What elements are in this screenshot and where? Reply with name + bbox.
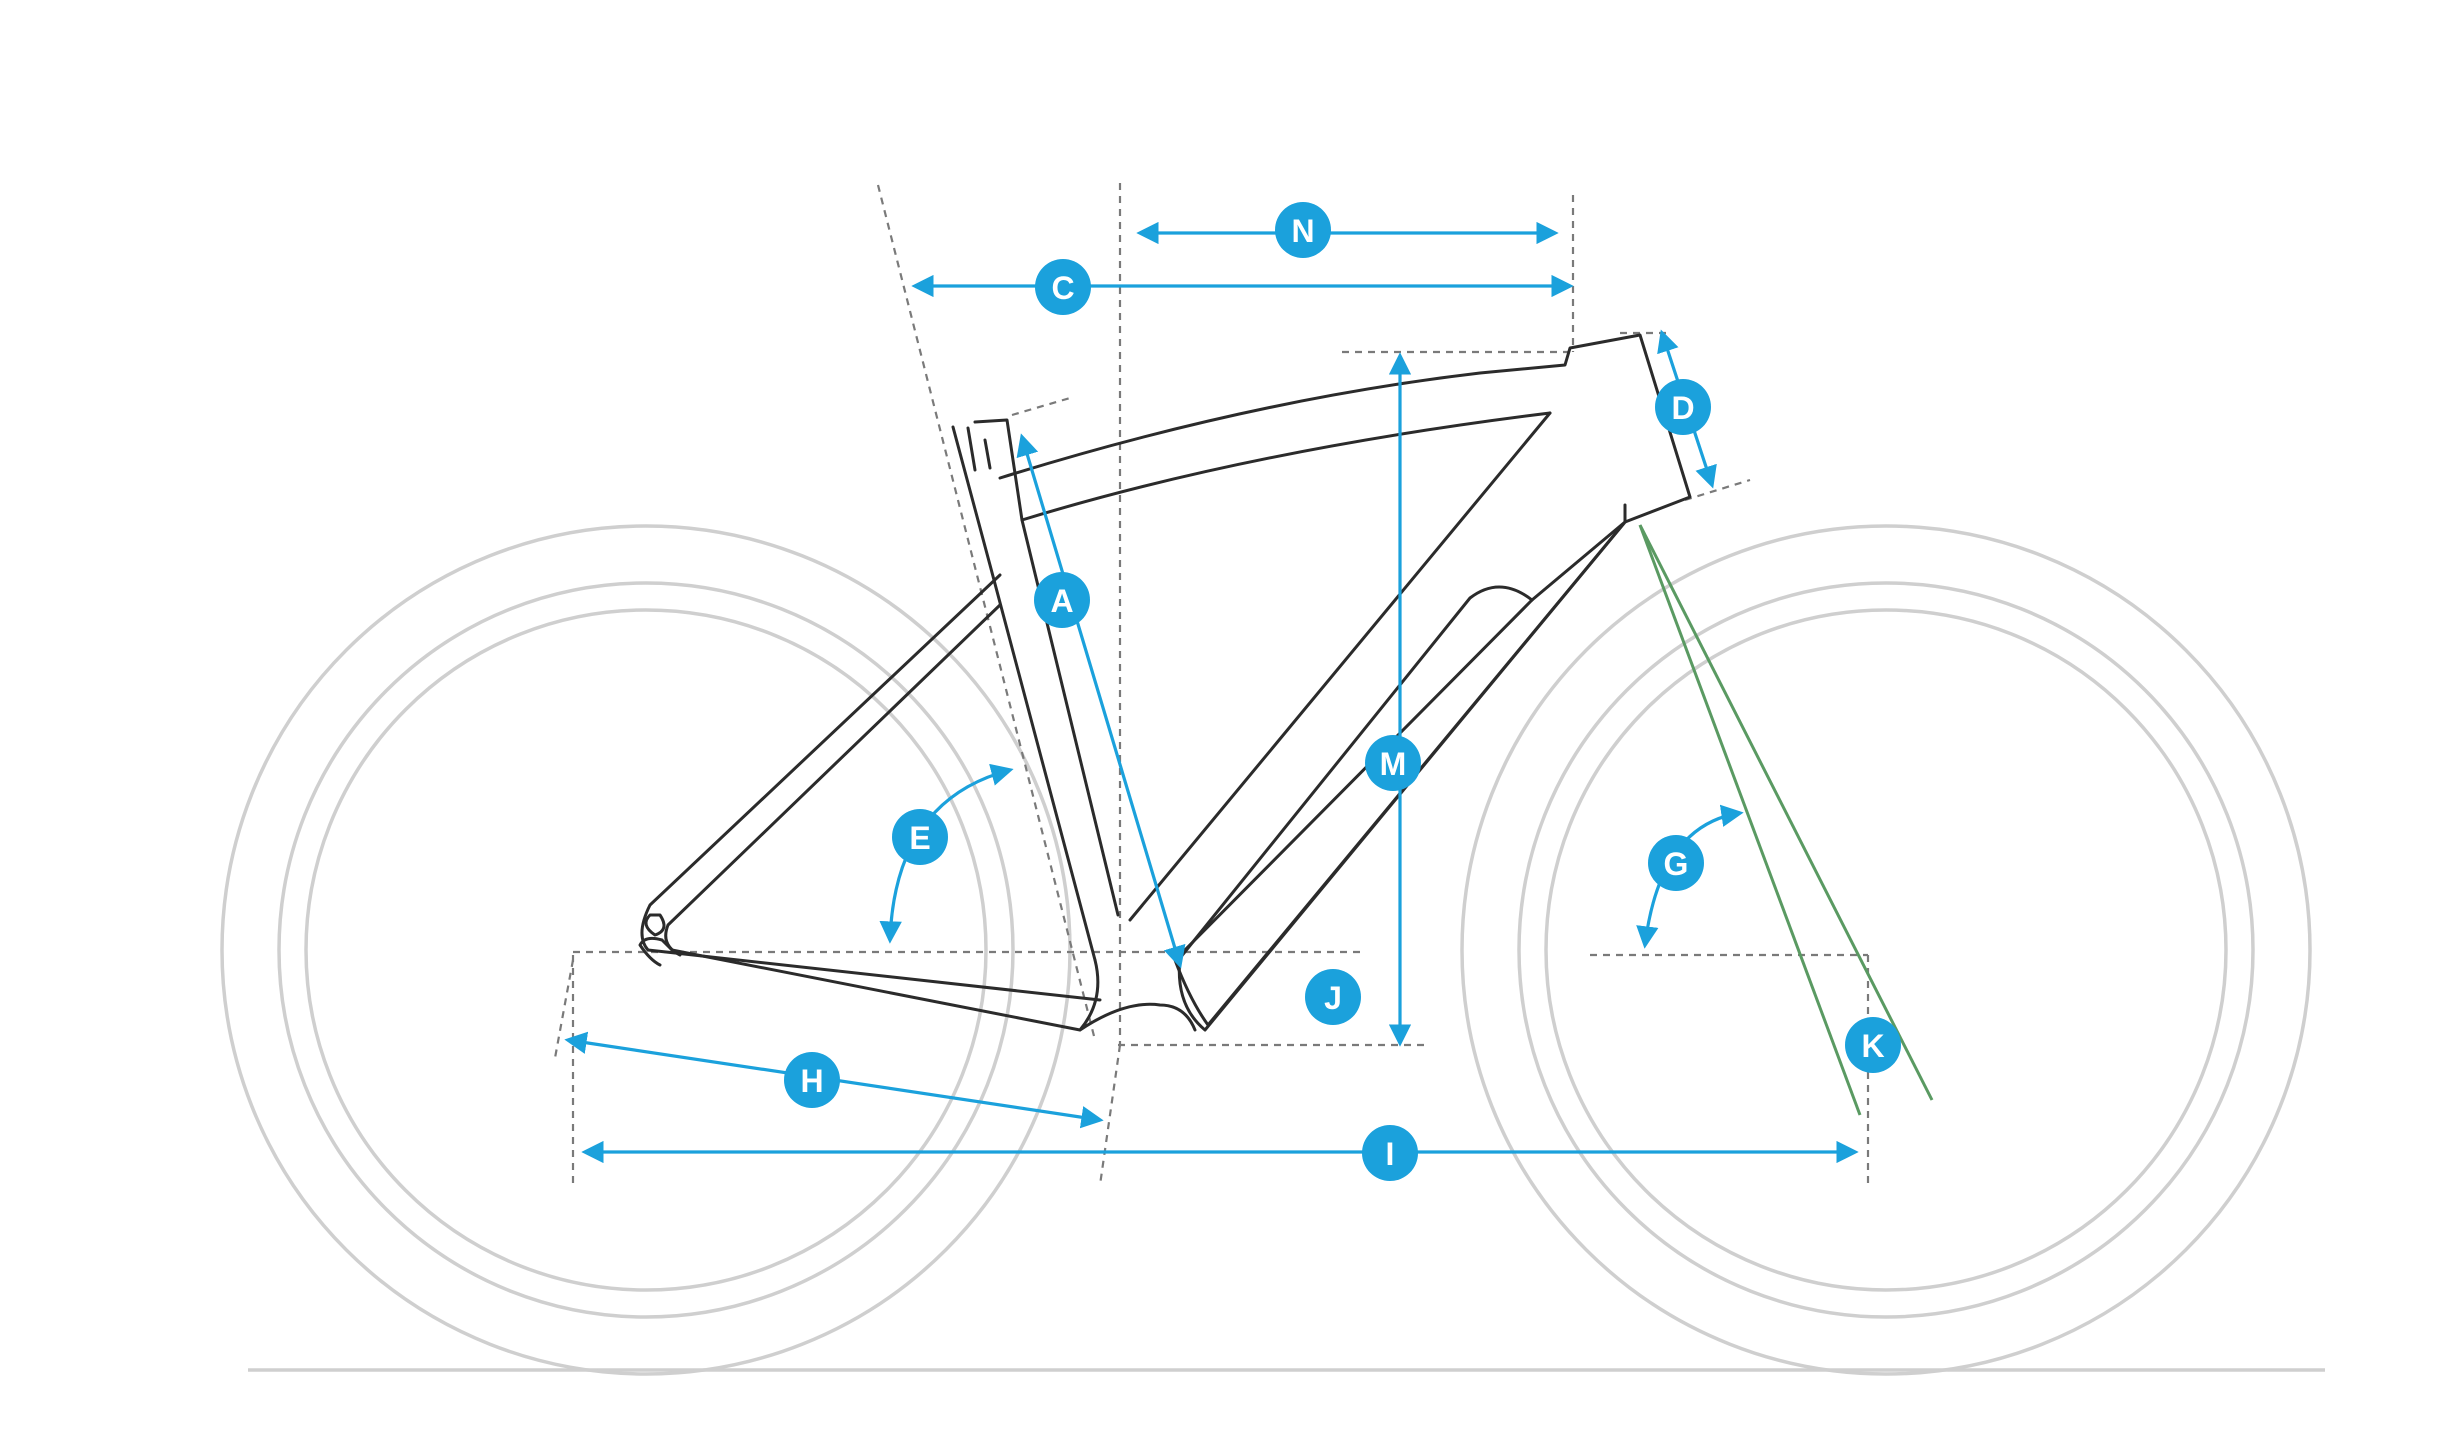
front-wheel: [1460, 524, 2312, 1376]
badge-d: D: [1655, 379, 1711, 435]
badge-a-label: A: [1050, 583, 1073, 619]
badge-d-label: D: [1671, 390, 1694, 426]
badge-c: C: [1035, 259, 1091, 315]
badge-k-label: K: [1861, 1028, 1884, 1064]
badge-n-label: N: [1291, 213, 1314, 249]
badge-g-label: G: [1664, 846, 1689, 882]
badge-m: M: [1365, 735, 1421, 791]
badge-i-label: I: [1386, 1136, 1395, 1172]
badge-g: G: [1648, 835, 1704, 891]
badge-i: I: [1362, 1125, 1418, 1181]
badge-k: K: [1845, 1017, 1901, 1073]
badge-h-label: H: [800, 1063, 823, 1099]
badge-j: J: [1305, 969, 1361, 1025]
badge-a: A: [1034, 572, 1090, 628]
badge-e: E: [892, 809, 948, 865]
badge-m-label: M: [1380, 746, 1407, 782]
badge-j-label: J: [1324, 980, 1342, 1016]
badge-h: H: [784, 1052, 840, 1108]
badge-c-label: C: [1051, 270, 1074, 306]
dimension-a-arrow: [1016, 433, 1186, 969]
guide-lines: [553, 183, 1870, 1186]
rear-wheel: [220, 524, 1072, 1376]
fork-axis: [1638, 524, 1934, 1116]
bike-frame: [638, 333, 1692, 1032]
badge-e-label: E: [909, 820, 930, 856]
badge-n: N: [1275, 202, 1331, 258]
